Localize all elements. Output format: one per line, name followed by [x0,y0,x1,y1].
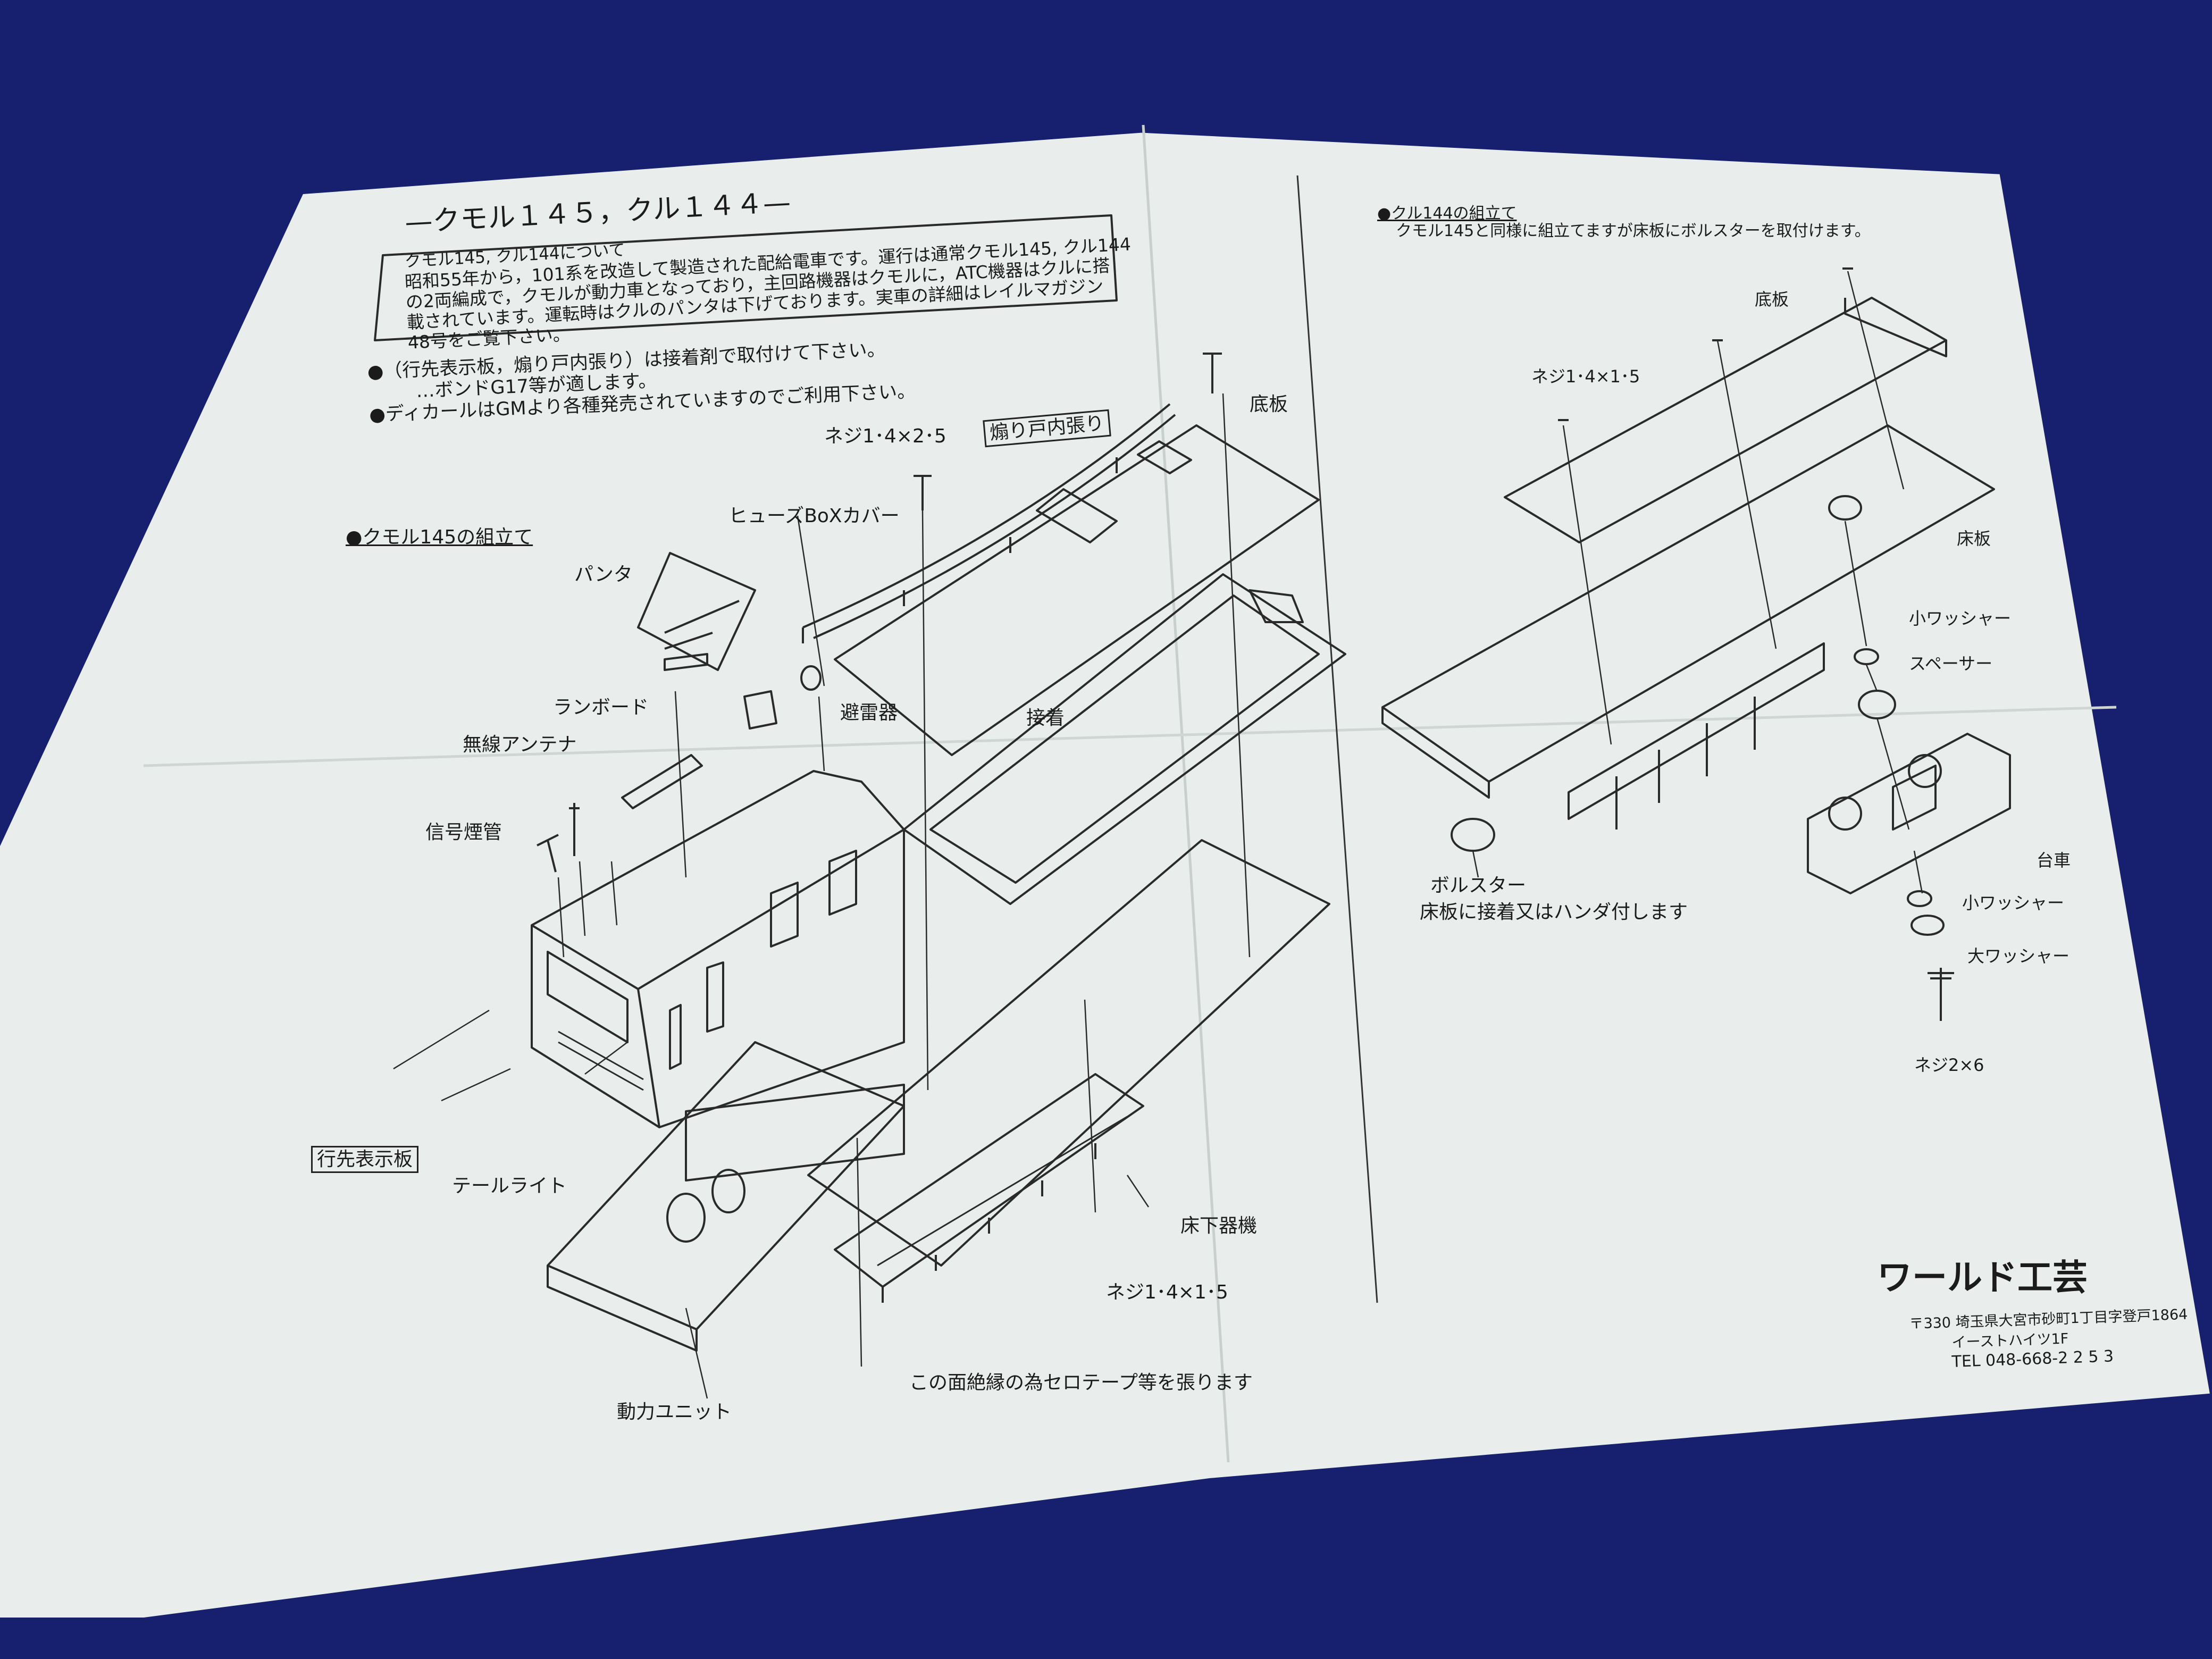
truck-label: 台車 [2037,850,2071,870]
neji26-label: ネジ2×6 [1914,1055,1984,1075]
small-washer-label: 小ワッシャー [1909,608,2012,629]
right-spacer-top [1828,495,1862,521]
right-large-washer [1911,915,1945,936]
company-name: ワールド工芸 [1877,1257,2088,1298]
left-leader-lines [393,393,1251,1399]
left-power-unit [547,1041,905,1352]
right-bolster [1451,818,1495,852]
antenna-label: 無線アンテナ [463,734,577,756]
right-screw-bottom [1928,968,1954,1021]
runboard-label: ランボード [553,697,649,718]
large-washer-label: 大ワッシャー [1967,946,2070,966]
left-lightning-arrester [800,665,822,691]
left-antenna [569,803,580,856]
left-underfloor-plate [834,1073,1144,1303]
right-neji-label: ネジ1･4×1･5 [1531,366,1640,387]
right-small-washer [1854,648,1879,665]
section-divider [1296,175,1378,1303]
sokoita-label: 底板 [1250,393,1288,415]
left-body-frame [903,573,1346,905]
signal-pipe-label: 信号煙管 [425,822,502,843]
left-signal-pipe [537,834,559,873]
left-roof-rail [802,403,1176,643]
insulate-note-label: この面絶縁の為セロテープ等を張ります [909,1372,1253,1394]
panta-label: パンタ [574,564,633,585]
bolster-label: ボルスター [1430,875,1527,896]
underfloor-label: 床下器機 [1180,1215,1258,1237]
lightning-arrester-label: 避雷器 [840,702,898,724]
left-screw-mid [914,475,932,510]
right-section-title: ●クル144の組立て [1377,204,1517,223]
left-car-body [531,770,905,1128]
glue-label: 接着 [1026,707,1065,729]
left-screw-top [1203,353,1222,393]
left-pantograph [637,552,756,671]
bolster-note: 床板に接着又はハンダ付します [1420,901,1688,923]
right-sokoita-label: 底板 [1755,289,1789,309]
left-bottom-plate [834,424,1320,756]
spacer-label: スペーサー [1909,653,1993,674]
small-washer-2-label: 小ワッシャー [1962,893,2065,913]
right-bottom-plate [1504,297,1947,543]
fuse-cover-label: ヒューズBoXカバー [728,505,900,527]
left-section-title: ●クモル145の組立て [346,526,533,548]
right-floor-plate [1381,424,1995,830]
right-yukaita-label: 床板 [1957,529,1991,549]
right-leader-lines [1472,267,1923,894]
right-small-washer-2 [1907,890,1932,907]
neji-1415-label: ネジ1･4×1･5 [1106,1281,1228,1303]
destination-board-label: 行先表示板 [311,1146,419,1174]
left-runboard [621,754,703,809]
fold-line-vertical [1142,124,1230,1463]
left-floor-plate [807,839,1330,1267]
right-truck [1807,733,2011,894]
tail-light-label: テールライト [452,1175,567,1197]
right-section-subtitle: クモル145と同様に組立てますが床板にボルスターを取付けます。 [1396,222,1871,240]
neji-245-label: ネジ1･4×2･5 [824,425,946,447]
header-box [374,214,1118,341]
power-unit-label: 動力ユニット [617,1401,732,1423]
left-fuse-cover [743,690,777,730]
fold-line-horizontal [143,706,2117,767]
